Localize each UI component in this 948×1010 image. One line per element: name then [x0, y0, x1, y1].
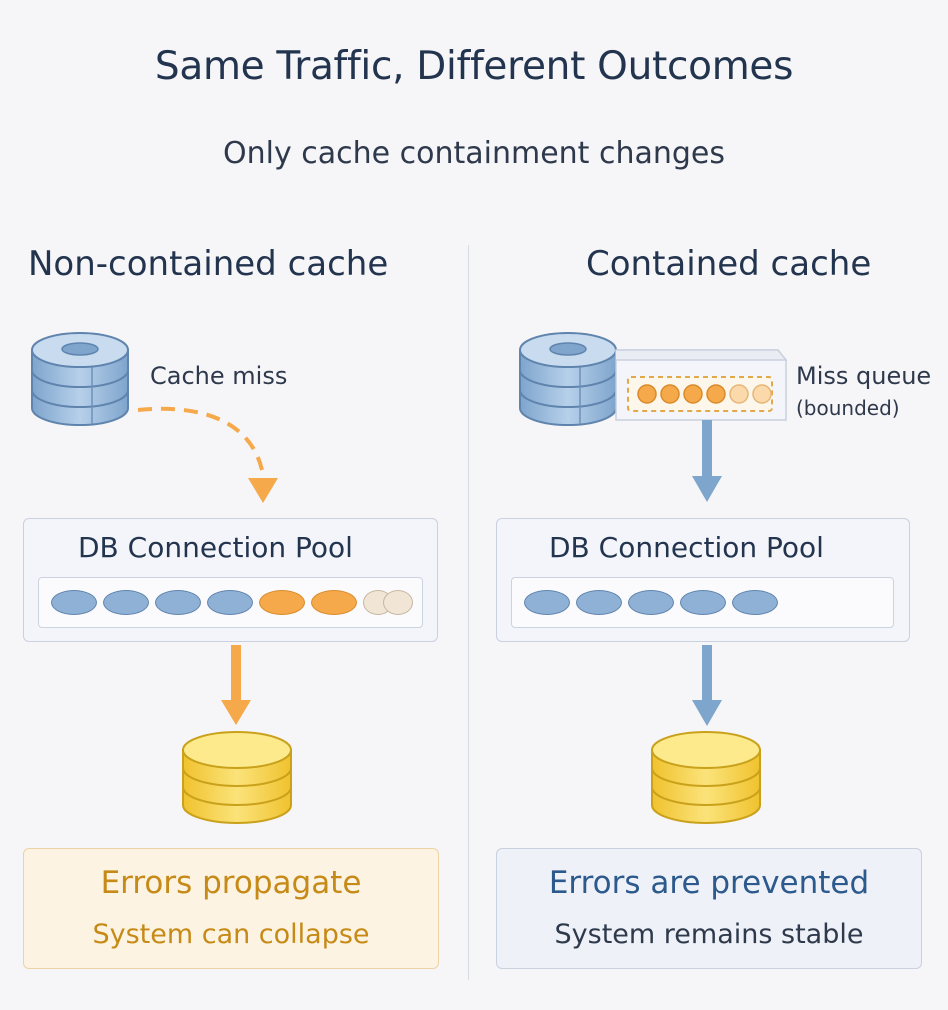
right-connection-slot — [524, 590, 570, 615]
queue-item — [706, 384, 726, 404]
page-title: Same Traffic, Different Outcomes — [154, 44, 794, 89]
left-db-connection-pool: DB Connection Pool — [23, 518, 438, 642]
right-pool-title: DB Connection Pool — [549, 531, 824, 564]
right-pool-track — [511, 577, 894, 628]
right-db-connection-pool: DB Connection Pool — [496, 518, 910, 642]
right-connection-slot — [576, 590, 622, 615]
queue-item — [660, 384, 680, 404]
left-pool-to-db-arrow — [221, 645, 251, 725]
left-pool-track — [38, 577, 423, 628]
left-connection-slot — [259, 590, 305, 615]
left-pool-title: DB Connection Pool — [78, 531, 353, 564]
left-result-headline: Errors propagate — [100, 865, 362, 901]
miss-queue-items — [637, 384, 772, 404]
left-column-heading: Non-contained cache — [28, 244, 389, 284]
left-connection-slot — [207, 590, 253, 615]
right-result-detail: System remains stable — [554, 919, 864, 950]
right-connection-slot — [680, 590, 726, 615]
miss-queue-note: (bounded) — [796, 396, 900, 420]
right-cache-server-icon — [519, 332, 617, 426]
left-connection-slot — [311, 590, 357, 615]
miss-queue-label: Miss queue — [796, 362, 932, 390]
right-connection-slot — [732, 590, 778, 615]
queue-item — [752, 384, 772, 404]
left-connection-slot — [383, 590, 413, 615]
cache-miss-dashed-arrow — [137, 406, 278, 503]
column-divider — [468, 245, 469, 980]
right-result-box: Errors are prevented System remains stab… — [496, 848, 922, 969]
queue-item — [637, 384, 657, 404]
right-column-heading: Contained cache — [586, 244, 872, 284]
right-pool-to-db-arrow — [692, 645, 722, 726]
right-connection-slot — [628, 590, 674, 615]
right-database-icon — [651, 731, 761, 824]
right-result-headline: Errors are prevented — [548, 865, 870, 901]
queue-item — [729, 384, 749, 404]
left-database-icon — [182, 731, 292, 824]
left-cache-server-icon — [31, 332, 129, 426]
queue-item — [683, 384, 703, 404]
left-result-detail: System can collapse — [92, 919, 370, 950]
cache-miss-label: Cache miss — [150, 362, 288, 390]
left-connection-slot — [51, 590, 97, 615]
page-subtitle: Only cache containment changes — [222, 136, 726, 171]
left-connection-slot — [155, 590, 201, 615]
left-result-box: Errors propagate System can collapse — [23, 848, 439, 969]
queue-to-pool-arrow — [692, 420, 722, 502]
left-connection-slot — [103, 590, 149, 615]
